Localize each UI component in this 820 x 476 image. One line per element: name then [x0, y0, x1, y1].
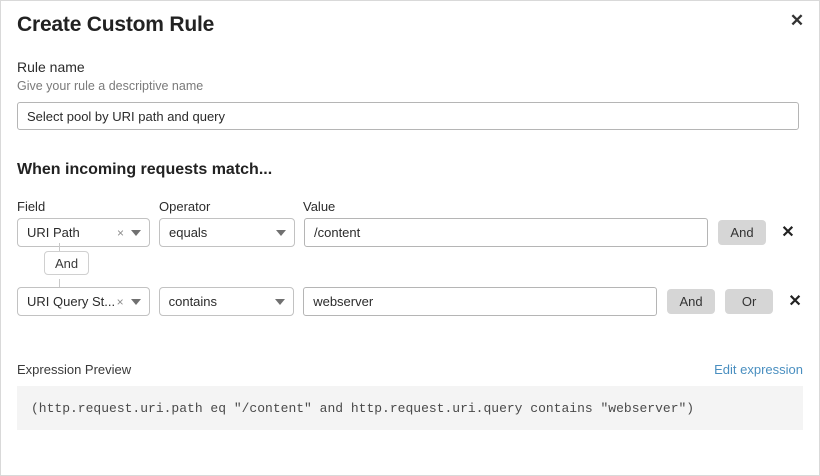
column-header-field: Field: [17, 199, 46, 214]
rule-name-help-text: Give your rule a descriptive name: [17, 79, 204, 93]
chevron-down-icon[interactable]: [276, 229, 286, 236]
operator-select-value: contains: [168, 294, 218, 309]
expression-preview-text: (http.request.uri.path eq "/content" and…: [17, 386, 803, 430]
connector-line-bottom: [59, 279, 60, 287]
column-header-operator: Operator: [159, 199, 211, 214]
operator-select[interactable]: contains: [158, 287, 295, 316]
remove-condition-icon[interactable]: ✕: [788, 292, 802, 310]
column-headers: Field Operator Value: [17, 199, 803, 214]
close-icon[interactable]: ✕: [789, 10, 805, 30]
value-input[interactable]: [303, 287, 658, 316]
condition-row: URI Query St... × contains And Or ✕: [17, 287, 803, 316]
remove-condition-icon[interactable]: ✕: [781, 223, 795, 241]
expression-preview-header: Expression Preview Edit expression: [17, 362, 803, 377]
column-header-value: Value: [303, 199, 336, 214]
and-button[interactable]: And: [667, 289, 716, 314]
rule-name-label: Rule name: [17, 59, 85, 75]
rule-name-input[interactable]: [17, 102, 799, 130]
field-select[interactable]: URI Path ×: [17, 218, 150, 247]
field-select[interactable]: URI Query St... ×: [17, 287, 150, 316]
operator-select[interactable]: equals: [159, 218, 295, 247]
chevron-down-icon[interactable]: [275, 298, 286, 305]
condition-row: URI Path × equals And ✕: [17, 218, 803, 247]
row-connector: And: [44, 243, 104, 287]
or-button[interactable]: Or: [725, 289, 774, 314]
field-select-value: URI Path: [27, 225, 80, 240]
edit-expression-link[interactable]: Edit expression: [714, 362, 803, 377]
dialog-title: Create Custom Rule: [17, 13, 215, 36]
match-section-title: When incoming requests match...: [17, 161, 273, 178]
expression-preview-label: Expression Preview: [17, 362, 132, 377]
chevron-down-icon[interactable]: [131, 229, 141, 236]
clear-icon[interactable]: ×: [116, 294, 124, 309]
field-select-value: URI Query St...: [27, 294, 116, 309]
chevron-down-icon[interactable]: [130, 298, 141, 305]
connector-line-top: [59, 243, 60, 251]
connector-and-button[interactable]: And: [44, 251, 90, 275]
clear-icon[interactable]: ×: [116, 225, 124, 240]
and-button[interactable]: And: [718, 220, 766, 245]
value-input[interactable]: [304, 218, 708, 247]
operator-select-value: equals: [169, 225, 208, 240]
